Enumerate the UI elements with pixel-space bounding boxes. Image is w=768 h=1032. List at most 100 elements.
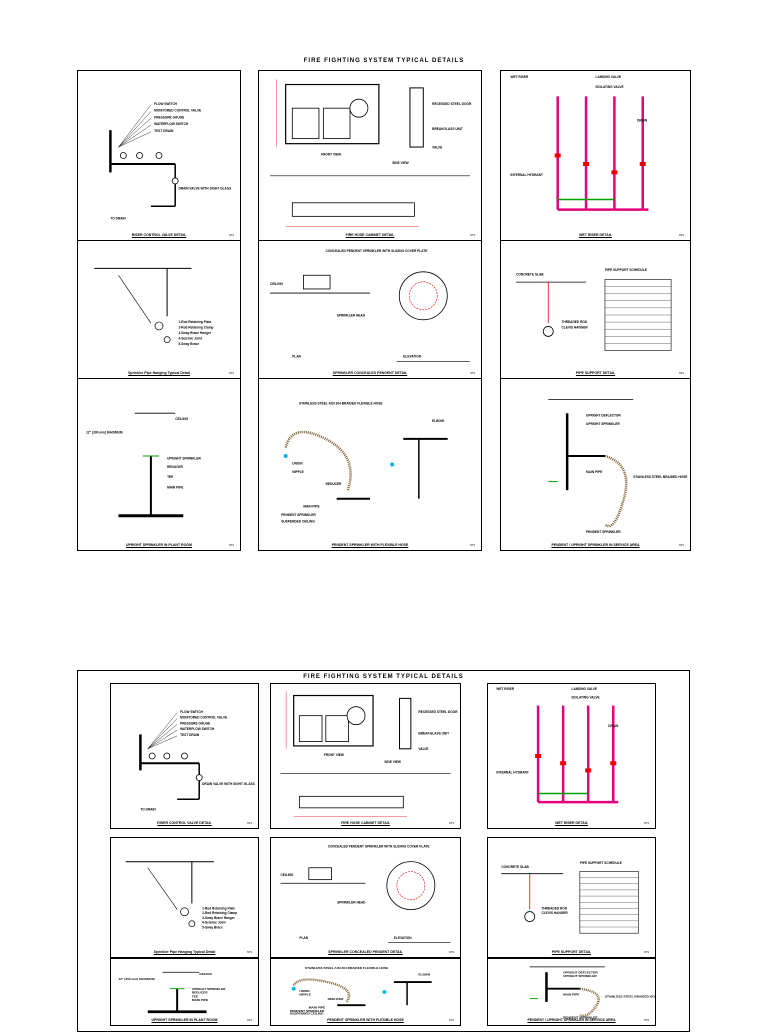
callout-label: LANDING VALVE [572,687,598,691]
callout-label: SPRINKLER HEAD [337,900,366,904]
callout-label: UPRIGHT SPRINKLER [192,987,226,991]
detail-drawing: WET RISER LANDING VALVE ISOLATING VALVE DRA… [496,687,619,804]
callout-label: MONITORED CONTROL VALVE [154,109,201,113]
callout-label: PLAN [292,354,301,358]
callout-label: MONITORED CONTROL VALVE [180,716,227,720]
callout-label: VALVE [418,747,428,751]
callout-label: WET RISER [496,687,514,691]
callout-label: THREADED ROD [541,906,567,910]
scale-tag: NTS [470,234,475,237]
callout-label: MAIN PIPE [563,992,579,996]
detail-caption: PENDENT / UPRIGHT SPRINKLER IN SERVICE A… [527,1018,616,1022]
callout-label: FRONT VIEW [321,153,341,157]
scale-tag: NTS [470,544,475,547]
callout-label: INTERNAL HYDRANT [496,770,529,774]
detail-caption: UPRIGHT SPRINKLER IN PLANT ROOM [151,1018,218,1022]
detail-caption: RISER CONTROL VALVE DETAIL [131,233,187,237]
scale-tag: NTS [229,372,234,375]
detail-panel-6: PIPE SUPPORT SCHEDULE CONCRETE SLAB THREAD… [487,837,656,958]
callout-label: REDUCER [328,997,345,1001]
callout-label: 5-Sway Brace [202,925,223,929]
callout-label: REDUCER [167,465,183,469]
detail-panel-5: CONCEALED PENDENT SPRINKLER WITH SLIDING… [270,837,461,958]
detail-caption: Sprinkler Pipe Hanging Typical Detail [128,371,190,375]
callout-label: CONCEALED PENDENT SPRINKLER WITH SLIDING… [326,249,428,253]
callout-label: CLEVIS HANGER [561,326,588,330]
detail-panel-3: WET RISER LANDING VALVE ISOLATING VALVE DRA… [487,683,656,829]
callout-label: TEE [192,994,198,998]
callout-label: TEE [167,475,173,479]
callout-label: CONCEALED PENDENT SPRINKLER WITH SLIDING… [328,845,430,849]
callout-label: INTERNAL HYDRANT [510,173,543,177]
callout-label: VALVE [432,146,442,150]
callout-label: TEST DRAIN [154,129,174,133]
callout-label: CEILING [270,282,283,286]
callout-label: STAINLESS STEEL AISI 304 BRAIDED FLEXIBL… [305,966,388,970]
callout-label: REDUCER [326,482,342,486]
detail-panel-8: STAINLESS STEEL AISI 304 BRAIDED FLEXIBL… [270,958,461,1026]
scale-tag: NTS [679,372,684,375]
sheet-title: FIRE FIGHTING SYSTEM TYPICAL DETAILS [303,674,464,680]
callout-label: THREADED ROD [561,320,587,324]
callout-label: FLOW SWITCH [154,102,178,106]
callout-label: FRONT VIEW [324,753,344,757]
callout-label: TEST DRAIN [180,733,200,737]
callout-label: 4-Seismic Joint [178,337,202,341]
callout-label: SIDE VIEW [392,161,408,165]
scale-tag: NTS [229,544,234,547]
callout-label: LANDING VALVE [596,75,622,79]
detail-drawing: FLOW SWITCH MONITORED CONTROL VALVE PRESSU… [109,102,231,221]
callout-label: ISOLATING VALVE [596,85,624,89]
callout-label: UNION [292,462,303,466]
callout-label: DRAIN VALVE WITH SIGHT GLASS [202,782,255,786]
callout-label: DRAIN [608,724,619,728]
callout-label: SPRINKLER HEAD [337,313,366,317]
callout-label: CLEVIS HANGER [541,911,568,915]
callout-label: CONCRETE SLAB [501,865,529,869]
detail-caption: FIRE HOSE CABINET DETAIL [341,821,390,825]
scale-tag: NTS [449,822,454,825]
detail-drawing: CONCEALED PENDENT SPRINKLER WITH SLIDING… [270,249,470,362]
callout-label: CEILING [280,873,293,877]
callout-label: PLAN [299,936,308,940]
scale-tag: NTS [449,1019,454,1022]
detail-caption: WET RISER DETAIL [579,233,612,237]
callout-label: ISOLATING VALVE [572,695,600,699]
callout-label: DRAIN VALVE WITH SIGHT GLASS [178,186,231,190]
callout-label: PENDENT SPRINKLER [290,1009,325,1013]
callout-label: MAIN PIPE [586,470,602,474]
detail-drawing: STAINLESS STEEL AISI 304 BRAIDED FLEXIBL… [290,966,432,1015]
callout-label: UPRIGHT SPRINKLER [167,456,201,460]
callout-label: 1-Rod Retaining Plate [178,320,211,324]
callout-label: PRESSURE GAUGE [154,115,184,119]
callout-label: TO DRAIN [110,217,126,221]
detail-panel-5: CONCEALED PENDENT SPRINKLER WITH SLIDING… [258,240,482,379]
scale-tag: NTS [247,951,252,954]
detail-panel-8: STAINLESS STEEL AISI 304 BRAIDED FLEXIBL… [258,378,482,551]
callout-label: TO DRAIN [140,808,156,812]
scale-tag: NTS [247,1019,252,1022]
detail-drawing: CONCEALED PENDENT SPRINKLER WITH SLIDING… [280,845,451,944]
callout-label: UNION [299,989,309,993]
callout-label: PENDENT SPRINKLER [281,513,316,517]
callout-label: MAIN PIPE [167,485,183,489]
detail-panel-9: UPRIGHT DEFLECTOR UPRIGHT SPRINKLER MAIN P… [500,378,691,551]
callout-label: PIPE SUPPORT SCHEDULE [580,861,622,865]
detail-drawing: PIPE SUPPORT SCHEDULE CONCRETE SLAB THREAD… [501,861,639,934]
callout-label: CEILING [175,417,188,421]
callout-label: UPRIGHT DEFLECTOR [586,414,621,418]
callout-label: 2-Rod Retaining Clamp [202,911,237,915]
scale-tag: NTS [679,234,684,237]
callout-label: UPRIGHT SPRINKLER [586,422,620,426]
